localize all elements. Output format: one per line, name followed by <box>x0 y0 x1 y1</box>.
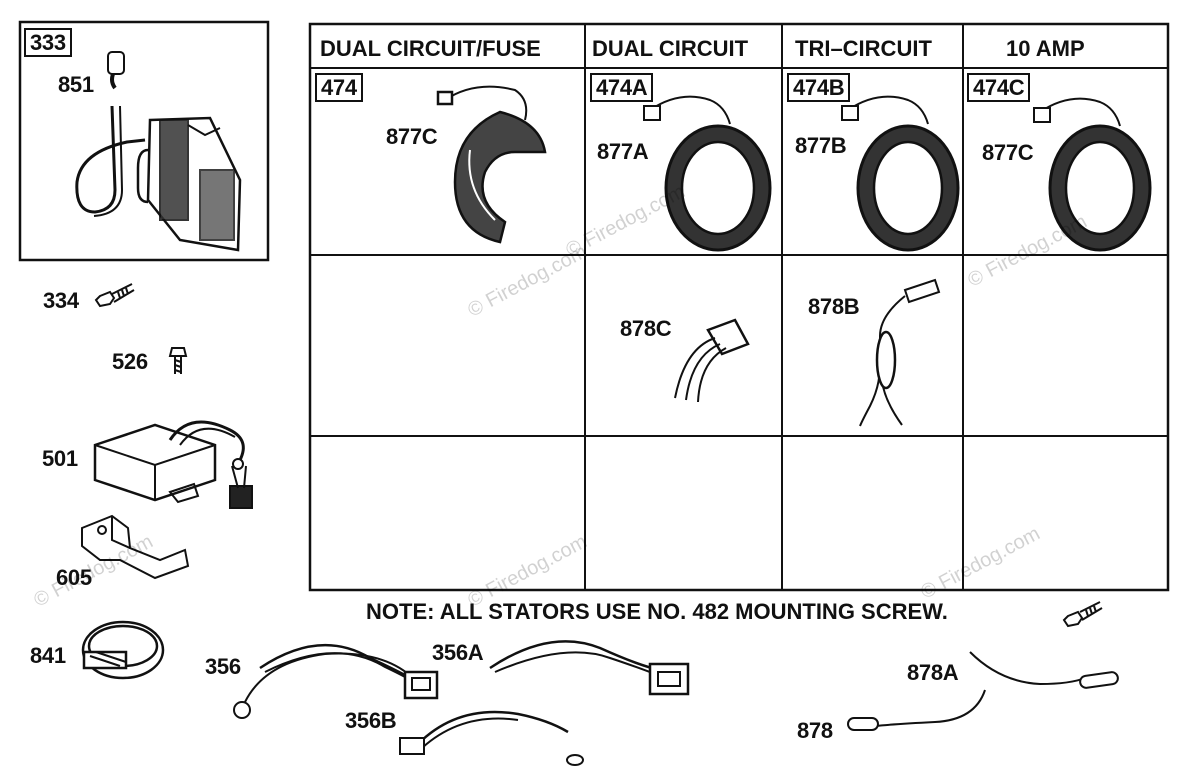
wire-harness-356-icon <box>233 643 439 719</box>
part-label-841: 841 <box>30 643 66 668</box>
kit-label-474b: 474B <box>787 73 851 102</box>
part-label-356b: 356B <box>345 708 397 733</box>
mounting-screw-note: NOTE: ALL STATORS USE NO. 482 MOUNTING S… <box>366 599 948 624</box>
kit-box-333 <box>18 20 270 262</box>
part-label-851: 851 <box>58 72 94 97</box>
screw-526-icon <box>168 347 188 374</box>
bracket-icon <box>81 514 190 580</box>
ignition-coil-icon <box>75 51 242 252</box>
wire-harness-356a-icon <box>489 640 690 696</box>
part-label-878: 878 <box>797 718 833 743</box>
part-label-501: 501 <box>42 446 78 471</box>
kit-label-474a: 474A <box>590 73 654 102</box>
kit-label-474c: 474C <box>967 73 1031 102</box>
part-label-526: 526 <box>112 349 148 374</box>
stator-table <box>308 22 1170 592</box>
wire-harness-356b-icon <box>399 710 584 766</box>
part-label-877b: 877B <box>795 133 847 158</box>
column-header-tri-circuit: TRI–CIRCUIT <box>795 36 932 61</box>
rectifier-icon <box>93 420 253 509</box>
column-header-dual-circuit: DUAL CIRCUIT <box>592 36 749 61</box>
hose-clamp-icon <box>81 620 165 680</box>
part-label-334: 334 <box>43 288 79 313</box>
lead-878-icon <box>847 651 1119 731</box>
stator-877a-icon <box>643 95 772 252</box>
stator-877b-icon <box>841 95 960 252</box>
stator-877c-icon <box>1033 97 1152 252</box>
part-label-877a: 877A <box>597 139 649 164</box>
part-label-877c: 877C <box>982 140 1034 165</box>
mounting-screw-icon <box>1062 601 1103 628</box>
harness-878c-icon <box>674 318 750 403</box>
harness-878b-icon <box>859 278 941 427</box>
column-header-10-amp: 10 AMP <box>1006 36 1085 61</box>
column-header-dual-circuit-fuse: DUAL CIRCUIT/FUSE <box>320 36 541 61</box>
part-label-877c-fuse: 877C <box>386 124 438 149</box>
stator-877c-partial-icon <box>436 85 547 244</box>
part-label-878b: 878B <box>808 294 860 319</box>
part-label-356a: 356A <box>432 640 484 665</box>
kit-label-474: 474 <box>315 73 363 102</box>
part-label-878c: 878C <box>620 316 672 341</box>
part-label-356: 356 <box>205 654 241 679</box>
part-label-333: 333 <box>24 28 72 57</box>
part-label-605: 605 <box>56 565 92 590</box>
screw-334-icon <box>94 283 135 308</box>
part-label-878a: 878A <box>907 660 959 685</box>
